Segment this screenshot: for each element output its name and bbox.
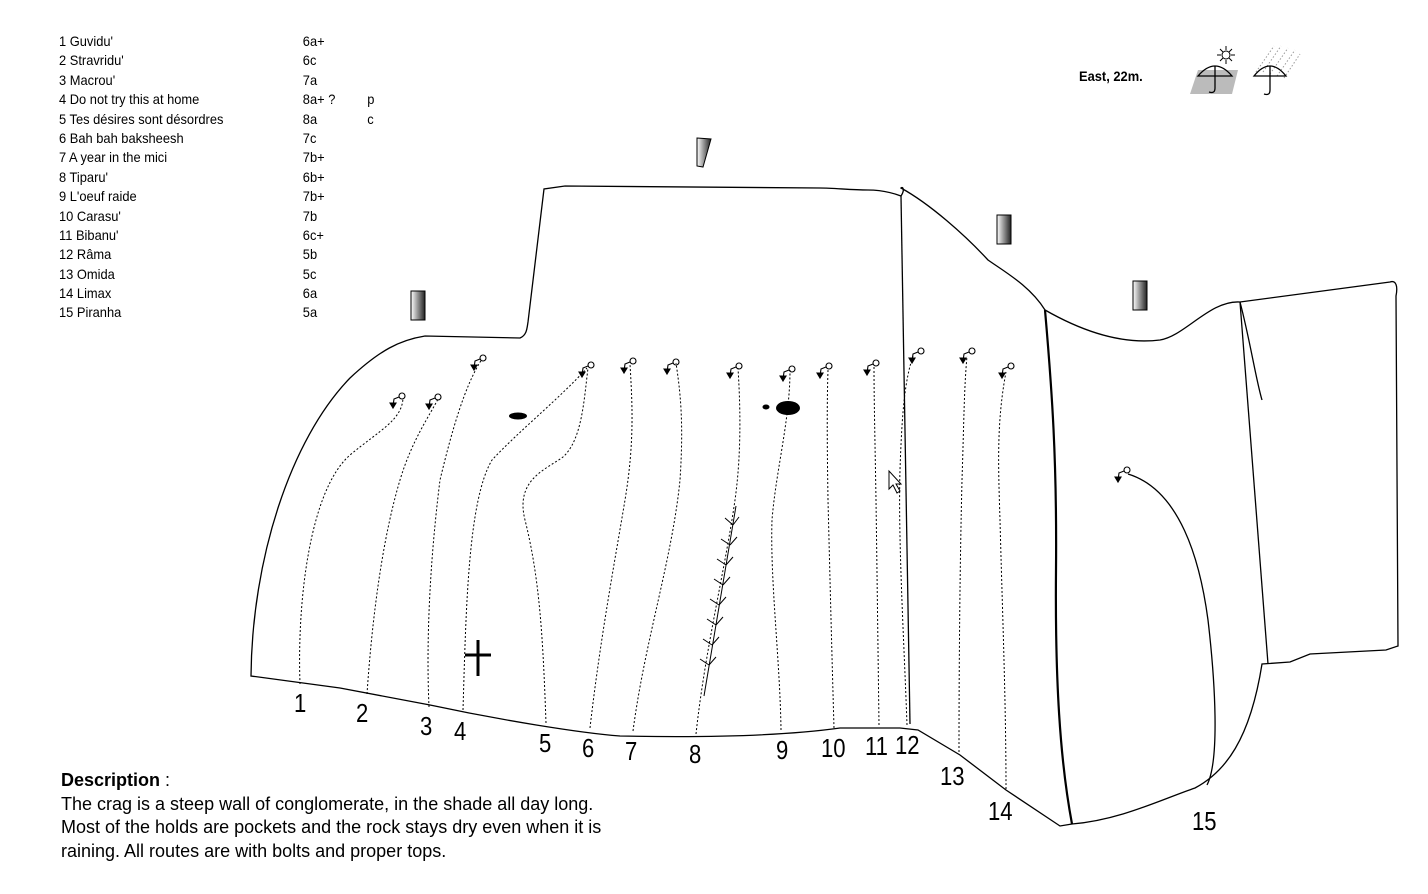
route-number-label: 14 — [988, 797, 1013, 826]
route-number-label: 7 — [625, 737, 637, 766]
route-number-label: 13 — [940, 762, 965, 791]
route-row: 3 Macrou' 7a — [59, 71, 372, 90]
cross-marker — [465, 640, 491, 676]
route-name: 5 Tes désires sont désordres — [59, 110, 224, 127]
route-grade: 5c — [302, 265, 317, 282]
belay-anchor-icon — [726, 362, 743, 380]
belay-anchor-icon — [578, 361, 595, 379]
route-row: 8 Tiparu' 6b+ — [59, 168, 372, 187]
route-grade: 6b+ — [302, 168, 325, 185]
route-row: 1 Guvidu' 6a+ — [59, 32, 372, 51]
route-number-label: 12 — [895, 731, 920, 760]
pocket-mark — [509, 412, 527, 420]
belay-anchor-icon — [663, 358, 680, 376]
route-number-label: 5 — [539, 729, 551, 758]
belay-anchor-icon — [908, 347, 925, 365]
route-number-label: 1 — [294, 689, 306, 718]
route-number-label: 11 — [865, 732, 888, 761]
rain-umbrella-icon — [1252, 45, 1301, 96]
pocket-mark — [776, 401, 800, 415]
sun-umbrella-icon — [1190, 46, 1238, 94]
route-name: 12 Râma — [59, 246, 112, 263]
route-legend: 1 Guvidu' 6a+ 2 Stravridu' 6c 3 Macrou' 7a 4 D… — [59, 32, 399, 323]
route-grade: 7a — [302, 71, 318, 88]
route-grade: 6c+ — [302, 226, 324, 243]
route-name: 10 Carasu' — [59, 207, 121, 224]
route-grade: 6c — [302, 52, 317, 69]
route-number-label: 3 — [420, 712, 432, 741]
route-row: 12 Râma 5b — [59, 245, 372, 264]
route-note: p — [367, 91, 375, 108]
route-row: 9 L'oeuf raide 7b+ — [59, 187, 372, 206]
route-grade: 7b+ — [302, 188, 325, 205]
route-grade: 6a — [302, 285, 318, 302]
route-grade: 5b — [302, 246, 318, 263]
route-grade: 8a — [302, 110, 318, 127]
belay-anchor-icon — [620, 357, 637, 375]
route-grade: 5a — [302, 304, 318, 321]
belay-anchor-icon — [863, 359, 880, 377]
route-name: 11 Bibanu' — [59, 226, 119, 243]
description-line-1: The crag is a steep wall of conglomerate… — [61, 793, 594, 814]
route-name: 8 Tiparu' — [59, 168, 109, 185]
route-row: 14 Limax 6a — [59, 284, 372, 303]
belay-anchor-icon — [816, 362, 833, 380]
route-number-label: 15 — [1192, 807, 1217, 836]
route-grade: 7c — [302, 129, 317, 146]
route-number-label: 10 — [821, 734, 846, 763]
route-note: c — [367, 110, 374, 127]
route-name: 9 L'oeuf raide — [59, 188, 137, 205]
route-row: 13 Omida 5c — [59, 265, 372, 284]
description-line-3: raining. All routes are with bolts and p… — [61, 840, 447, 861]
route-row: 6 Bah bah baksheesh 7c — [59, 129, 372, 148]
description-colon: : — [160, 770, 171, 790]
route-name: 7 A year in the mici — [59, 149, 168, 166]
belay-anchor-icon — [959, 347, 976, 365]
description-line-2: Most of the holds are pockets and the ro… — [61, 817, 602, 837]
belay-anchor-icon — [470, 354, 487, 372]
route-row: 5 Tes désires sont désordres 8a c — [59, 110, 374, 129]
route-grade: 6a+ — [302, 33, 325, 49]
route-row: 10 Carasu' 7b — [59, 207, 372, 226]
route-name: 6 Bah bah baksheesh — [59, 129, 184, 146]
description-title: Description — [61, 770, 161, 790]
route-row: 4 Do not try this at home 8a+ ? p — [59, 90, 375, 109]
route-line-15 — [1127, 473, 1216, 786]
belay-anchor-icon — [425, 393, 442, 411]
route-grade: 7b — [302, 207, 318, 224]
route-number-label: 2 — [356, 699, 368, 728]
route-name: 4 Do not try this at home — [59, 91, 200, 108]
route-number-label: 9 — [776, 736, 788, 765]
route-number-label: 6 — [582, 734, 594, 763]
shade-markers — [410, 137, 1148, 321]
belay-anchor-icon — [1114, 466, 1131, 484]
route-name: 15 Piranha — [59, 304, 122, 321]
description-block: Description : The crag is a steep wall o… — [61, 769, 741, 863]
tree-branch — [699, 505, 740, 697]
route-row: 2 Stravridu' 6c — [59, 51, 372, 70]
route-grade: 7b+ — [302, 149, 325, 166]
route-name: 3 Macrou' — [59, 71, 116, 88]
route-row: 7 A year in the mici 7b+ — [59, 148, 372, 167]
aspect-height: East, 22m. — [1079, 68, 1143, 84]
route-name: 13 Omida — [59, 265, 115, 282]
route-name: 14 Limax — [59, 285, 112, 302]
belay-anchor-icon — [389, 392, 406, 410]
route-lines — [299, 355, 1007, 790]
route-name: 1 Guvidu' — [59, 33, 114, 49]
mouse-cursor-icon — [888, 469, 903, 494]
route-row: 11 Bibanu' 6c+ — [59, 226, 372, 245]
pocket-mark — [762, 404, 770, 410]
belay-anchor-icon — [779, 365, 796, 383]
crag-outline — [250, 185, 1399, 827]
route-number-label: 8 — [689, 740, 701, 769]
route-row: 15 Piranha 5a — [59, 303, 372, 322]
route-number-label: 4 — [454, 717, 466, 746]
route-grade: 8a+ ? — [302, 91, 336, 108]
belay-anchor-icon — [998, 362, 1015, 380]
route-name: 2 Stravridu' — [59, 52, 124, 69]
